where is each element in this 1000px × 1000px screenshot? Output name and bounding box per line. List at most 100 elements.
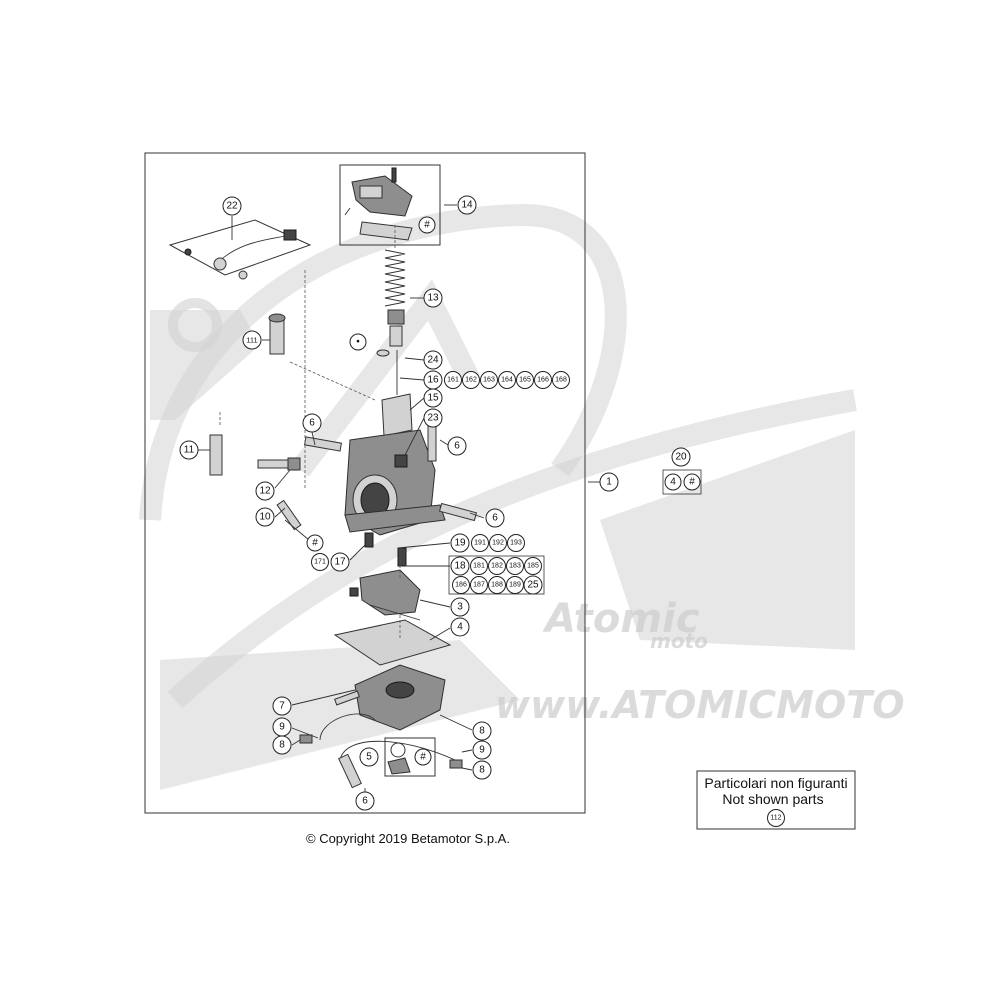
svg-text:186: 186 bbox=[455, 582, 467, 589]
throttle-cover-box bbox=[339, 164, 441, 246]
svg-text:171: 171 bbox=[314, 559, 326, 566]
not-shown-parts-box: Particolari non figuranti Not shown part… bbox=[696, 770, 856, 830]
not-shown-line-english: Not shown parts bbox=[722, 791, 823, 807]
svg-text:11: 11 bbox=[184, 445, 195, 456]
pilot-jet bbox=[364, 532, 374, 548]
svg-text:162: 162 bbox=[465, 377, 477, 384]
callout-11[interactable]: 11 bbox=[179, 440, 199, 460]
svg-text:188: 188 bbox=[491, 582, 503, 589]
cover-screw bbox=[391, 167, 397, 183]
svg-text:19: 19 bbox=[454, 538, 466, 549]
callout-23[interactable]: 23 bbox=[423, 408, 443, 428]
callout-17[interactable]: 17 bbox=[330, 552, 350, 572]
callout-18[interactable]: 18 bbox=[450, 556, 470, 576]
svg-text:181: 181 bbox=[473, 563, 485, 570]
callout-112[interactable]: 112 bbox=[767, 809, 785, 827]
callout-191[interactable]: 191 bbox=[471, 534, 489, 552]
callout-9-right[interactable]: 9 bbox=[472, 740, 492, 760]
callout-24[interactable]: 24 bbox=[423, 350, 443, 370]
callout-dot[interactable]: • bbox=[349, 333, 367, 351]
callout-8-right-upper[interactable]: 8 bbox=[472, 721, 492, 741]
copyright-notice: © Copyright 2019 Betamotor S.p.A. bbox=[306, 831, 510, 846]
callout-4[interactable]: 4 bbox=[450, 617, 470, 637]
callout-hash-10[interactable]: # bbox=[306, 534, 324, 552]
hose-fitting-bottom bbox=[438, 502, 478, 522]
svg-text:192: 192 bbox=[492, 540, 504, 547]
callout-hash-14[interactable]: # bbox=[418, 216, 436, 234]
svg-text:#: # bbox=[424, 220, 430, 231]
callouts: 14 # 22 13 • 111 24 16 161 162 163 164 1… bbox=[179, 195, 702, 811]
svg-text:182: 182 bbox=[491, 563, 503, 570]
spring-seat bbox=[387, 309, 405, 325]
callout-12[interactable]: 12 bbox=[255, 481, 275, 501]
callout-187[interactable]: 187 bbox=[470, 576, 488, 594]
callout-1[interactable]: 1 bbox=[599, 472, 619, 492]
svg-text:6: 6 bbox=[454, 441, 460, 452]
callout-188[interactable]: 188 bbox=[488, 576, 506, 594]
svg-text:191: 191 bbox=[474, 540, 486, 547]
callout-10[interactable]: 10 bbox=[255, 507, 275, 527]
callout-6-upper-left[interactable]: 6 bbox=[302, 413, 322, 433]
callout-183[interactable]: 183 bbox=[506, 557, 524, 575]
svg-text:9: 9 bbox=[479, 745, 485, 756]
callout-193[interactable]: 193 bbox=[507, 534, 525, 552]
callout-22[interactable]: 22 bbox=[222, 196, 242, 216]
callout-7[interactable]: 7 bbox=[272, 696, 292, 716]
callout-6-middle-right[interactable]: 6 bbox=[485, 508, 505, 528]
callout-162[interactable]: 162 bbox=[462, 371, 480, 389]
svg-text:10: 10 bbox=[259, 512, 271, 523]
svg-text:165: 165 bbox=[519, 377, 531, 384]
callout-185[interactable]: 185 bbox=[524, 557, 542, 575]
svg-text:6: 6 bbox=[362, 796, 368, 807]
callout-9-left[interactable]: 9 bbox=[272, 717, 292, 737]
callout-161[interactable]: 161 bbox=[444, 371, 462, 389]
svg-text:183: 183 bbox=[509, 563, 521, 570]
callout-6-bottom[interactable]: 6 bbox=[355, 791, 375, 811]
throttle-slide bbox=[381, 393, 413, 437]
float-bowl-gasket bbox=[333, 619, 452, 666]
callout-hash-5[interactable]: # bbox=[414, 748, 432, 766]
callout-163[interactable]: 163 bbox=[480, 371, 498, 389]
svg-text:14: 14 bbox=[461, 200, 473, 211]
bowl-plug-group bbox=[384, 737, 436, 777]
callout-8-right-lower[interactable]: 8 bbox=[472, 760, 492, 780]
callout-20[interactable]: 20 bbox=[671, 447, 691, 467]
callout-8-left[interactable]: 8 bbox=[272, 735, 292, 755]
callout-25[interactable]: 25 bbox=[523, 575, 543, 595]
callout-5[interactable]: 5 bbox=[359, 747, 379, 767]
callout-192[interactable]: 192 bbox=[489, 534, 507, 552]
svg-text:8: 8 bbox=[479, 726, 485, 737]
callout-182[interactable]: 182 bbox=[488, 557, 506, 575]
callout-181[interactable]: 181 bbox=[470, 557, 488, 575]
callout-168[interactable]: 168 bbox=[552, 371, 570, 389]
callout-20-hash[interactable]: # bbox=[683, 473, 701, 491]
callout-19[interactable]: 19 bbox=[450, 533, 470, 553]
throttle-spring-assembly bbox=[376, 249, 413, 437]
callout-186[interactable]: 186 bbox=[452, 576, 470, 594]
callout-13[interactable]: 13 bbox=[423, 288, 443, 308]
svg-text:5: 5 bbox=[366, 752, 372, 763]
reference-lines bbox=[219, 225, 401, 640]
svg-text:#: # bbox=[420, 752, 426, 763]
callout-3[interactable]: 3 bbox=[450, 597, 470, 617]
callout-164[interactable]: 164 bbox=[498, 371, 516, 389]
callout-171[interactable]: 171 bbox=[311, 553, 329, 571]
callout-16[interactable]: 16 bbox=[423, 370, 443, 390]
callout-165[interactable]: 165 bbox=[516, 371, 534, 389]
callout-111[interactable]: 111 bbox=[242, 330, 262, 350]
needle-washer bbox=[376, 349, 390, 357]
svg-text:111: 111 bbox=[246, 336, 257, 345]
svg-text:22: 22 bbox=[226, 201, 238, 212]
svg-text:1: 1 bbox=[606, 477, 612, 488]
svg-text:16: 16 bbox=[427, 375, 439, 386]
callout-189[interactable]: 189 bbox=[506, 576, 524, 594]
callout-14[interactable]: 14 bbox=[457, 195, 477, 215]
callout-15[interactable]: 15 bbox=[423, 388, 443, 408]
callout-20-4[interactable]: 4 bbox=[664, 473, 682, 491]
svg-text:187: 187 bbox=[473, 582, 485, 589]
svg-text:#: # bbox=[312, 538, 318, 549]
svg-text:#: # bbox=[689, 477, 695, 488]
callout-166[interactable]: 166 bbox=[534, 371, 552, 389]
svg-text:•: • bbox=[356, 337, 360, 348]
callout-6-upper-right[interactable]: 6 bbox=[447, 436, 467, 456]
